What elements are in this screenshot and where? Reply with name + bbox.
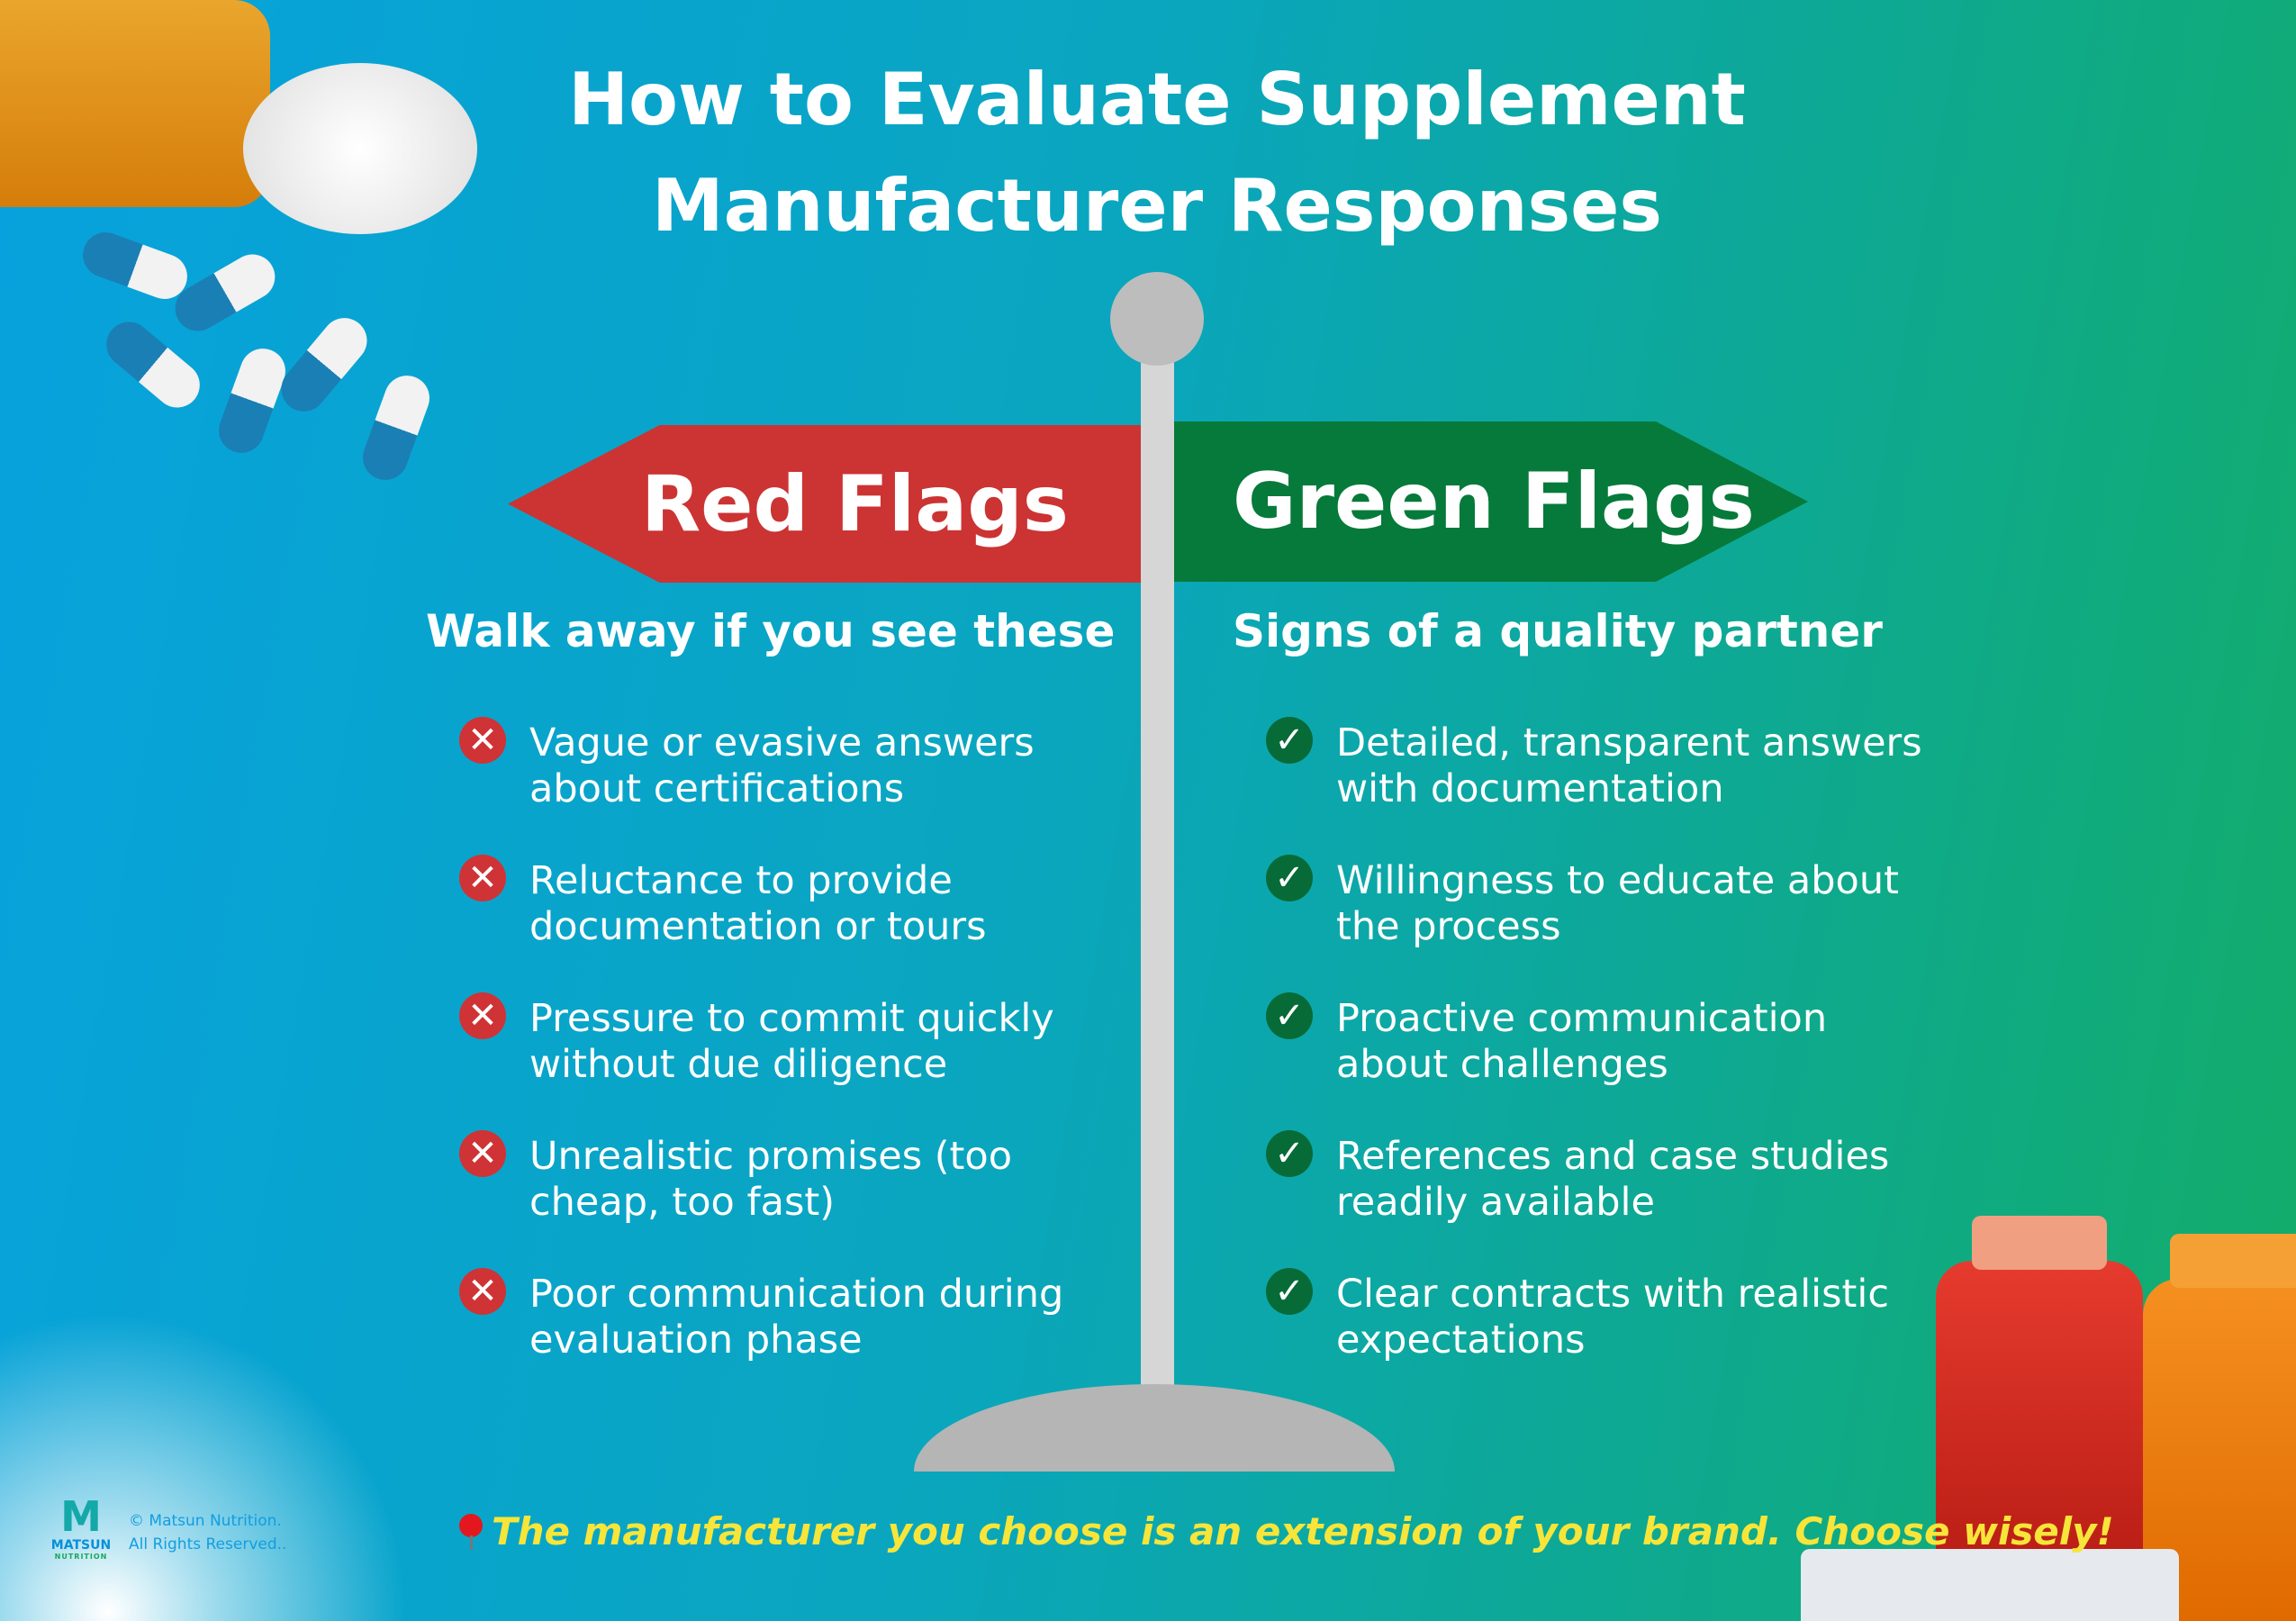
page-title: How to Evaluate Supplement Manufacturer … [0,47,2296,259]
red-flags-sign: Red Flags [508,425,1141,583]
item-line-2: the process [1336,904,1561,949]
signpost-base [914,1384,1395,1472]
capsule-image [272,308,376,421]
item-line-2: readily available [1336,1180,1655,1225]
capsule-image [356,369,437,486]
pushpin-icon [459,1513,483,1550]
item-line-1: Willingness to educate about [1336,858,1899,903]
red-flags-subtitle: Walk away if you see these [426,605,1116,657]
check-circle-icon: ✓ [1266,992,1313,1039]
blister-pack-image [1801,1549,2179,1621]
x-circle-icon: ✕ [459,1130,506,1177]
logo-subname: NUTRITION [54,1553,108,1561]
item-line-2: without due diligence [529,1042,948,1087]
tagline-text: The manufacturer you choose is an extens… [492,1509,2114,1553]
item-line-2: about challenges [1336,1042,1668,1087]
signpost-pole [1141,319,1174,1390]
leaf-m-icon: M [60,1492,102,1541]
item-line-1: Unrealistic promises (too [529,1134,1013,1179]
red-flags-label: Red Flags [640,458,1069,549]
capsule-image [212,342,293,459]
logo-name: MATSUN [50,1538,112,1553]
copyright: © Matsun Nutrition. All Rights Reserved.… [129,1509,286,1556]
item-line-2: about certifications [529,766,905,811]
matsun-logo: M MATSUN NUTRITION [50,1495,113,1561]
item-line-1: Vague or evasive answers [529,720,1035,765]
pill-bottle-image [0,0,270,207]
x-circle-icon: ✕ [459,717,506,764]
check-circle-icon: ✓ [1266,1130,1313,1177]
red-bottle-cap-image [1972,1216,2107,1270]
tagline: The manufacturer you choose is an extens… [459,1509,2114,1553]
orange-bottle-cap-image [2170,1234,2296,1288]
green-flags-sign: Green Flags [1174,421,1808,582]
x-circle-icon: ✕ [459,992,506,1039]
item-line-2: evaluation phase [529,1318,863,1363]
item-line-1: Poor communication during [529,1272,1064,1317]
item-line-1: Pressure to commit quickly [529,996,1054,1041]
item-line-2: with documentation [1336,766,1724,811]
item-line-1: Proactive communication [1336,996,1828,1041]
copyright-line-1: © Matsun Nutrition. [129,1512,282,1530]
copyright-line-2: All Rights Reserved.. [129,1535,287,1553]
capsule-image [167,246,284,340]
item-line-2: cheap, too fast) [529,1180,836,1225]
x-circle-icon: ✕ [459,1268,506,1315]
x-circle-icon: ✕ [459,855,506,901]
title-line-1: How to Evaluate Supplement [568,58,1746,141]
green-flags-subtitle: Signs of a quality partner [1233,605,1883,657]
signpost-knob [1110,272,1204,366]
item-line-1: References and case studies [1336,1134,1890,1179]
green-flags-label: Green Flags [1233,457,1755,547]
bottle-cap-image [243,63,477,234]
item-line-2: documentation or tours [529,904,987,949]
item-line-2: expectations [1336,1318,1586,1363]
check-circle-icon: ✓ [1266,1268,1313,1315]
title-line-2: Manufacturer Responses [651,164,1663,248]
item-line-1: Reluctance to provide [529,858,953,903]
check-circle-icon: ✓ [1266,717,1313,764]
item-line-1: Clear contracts with realistic [1336,1272,1889,1317]
item-line-1: Detailed, transparent answers [1336,720,1922,765]
check-circle-icon: ✓ [1266,855,1313,901]
